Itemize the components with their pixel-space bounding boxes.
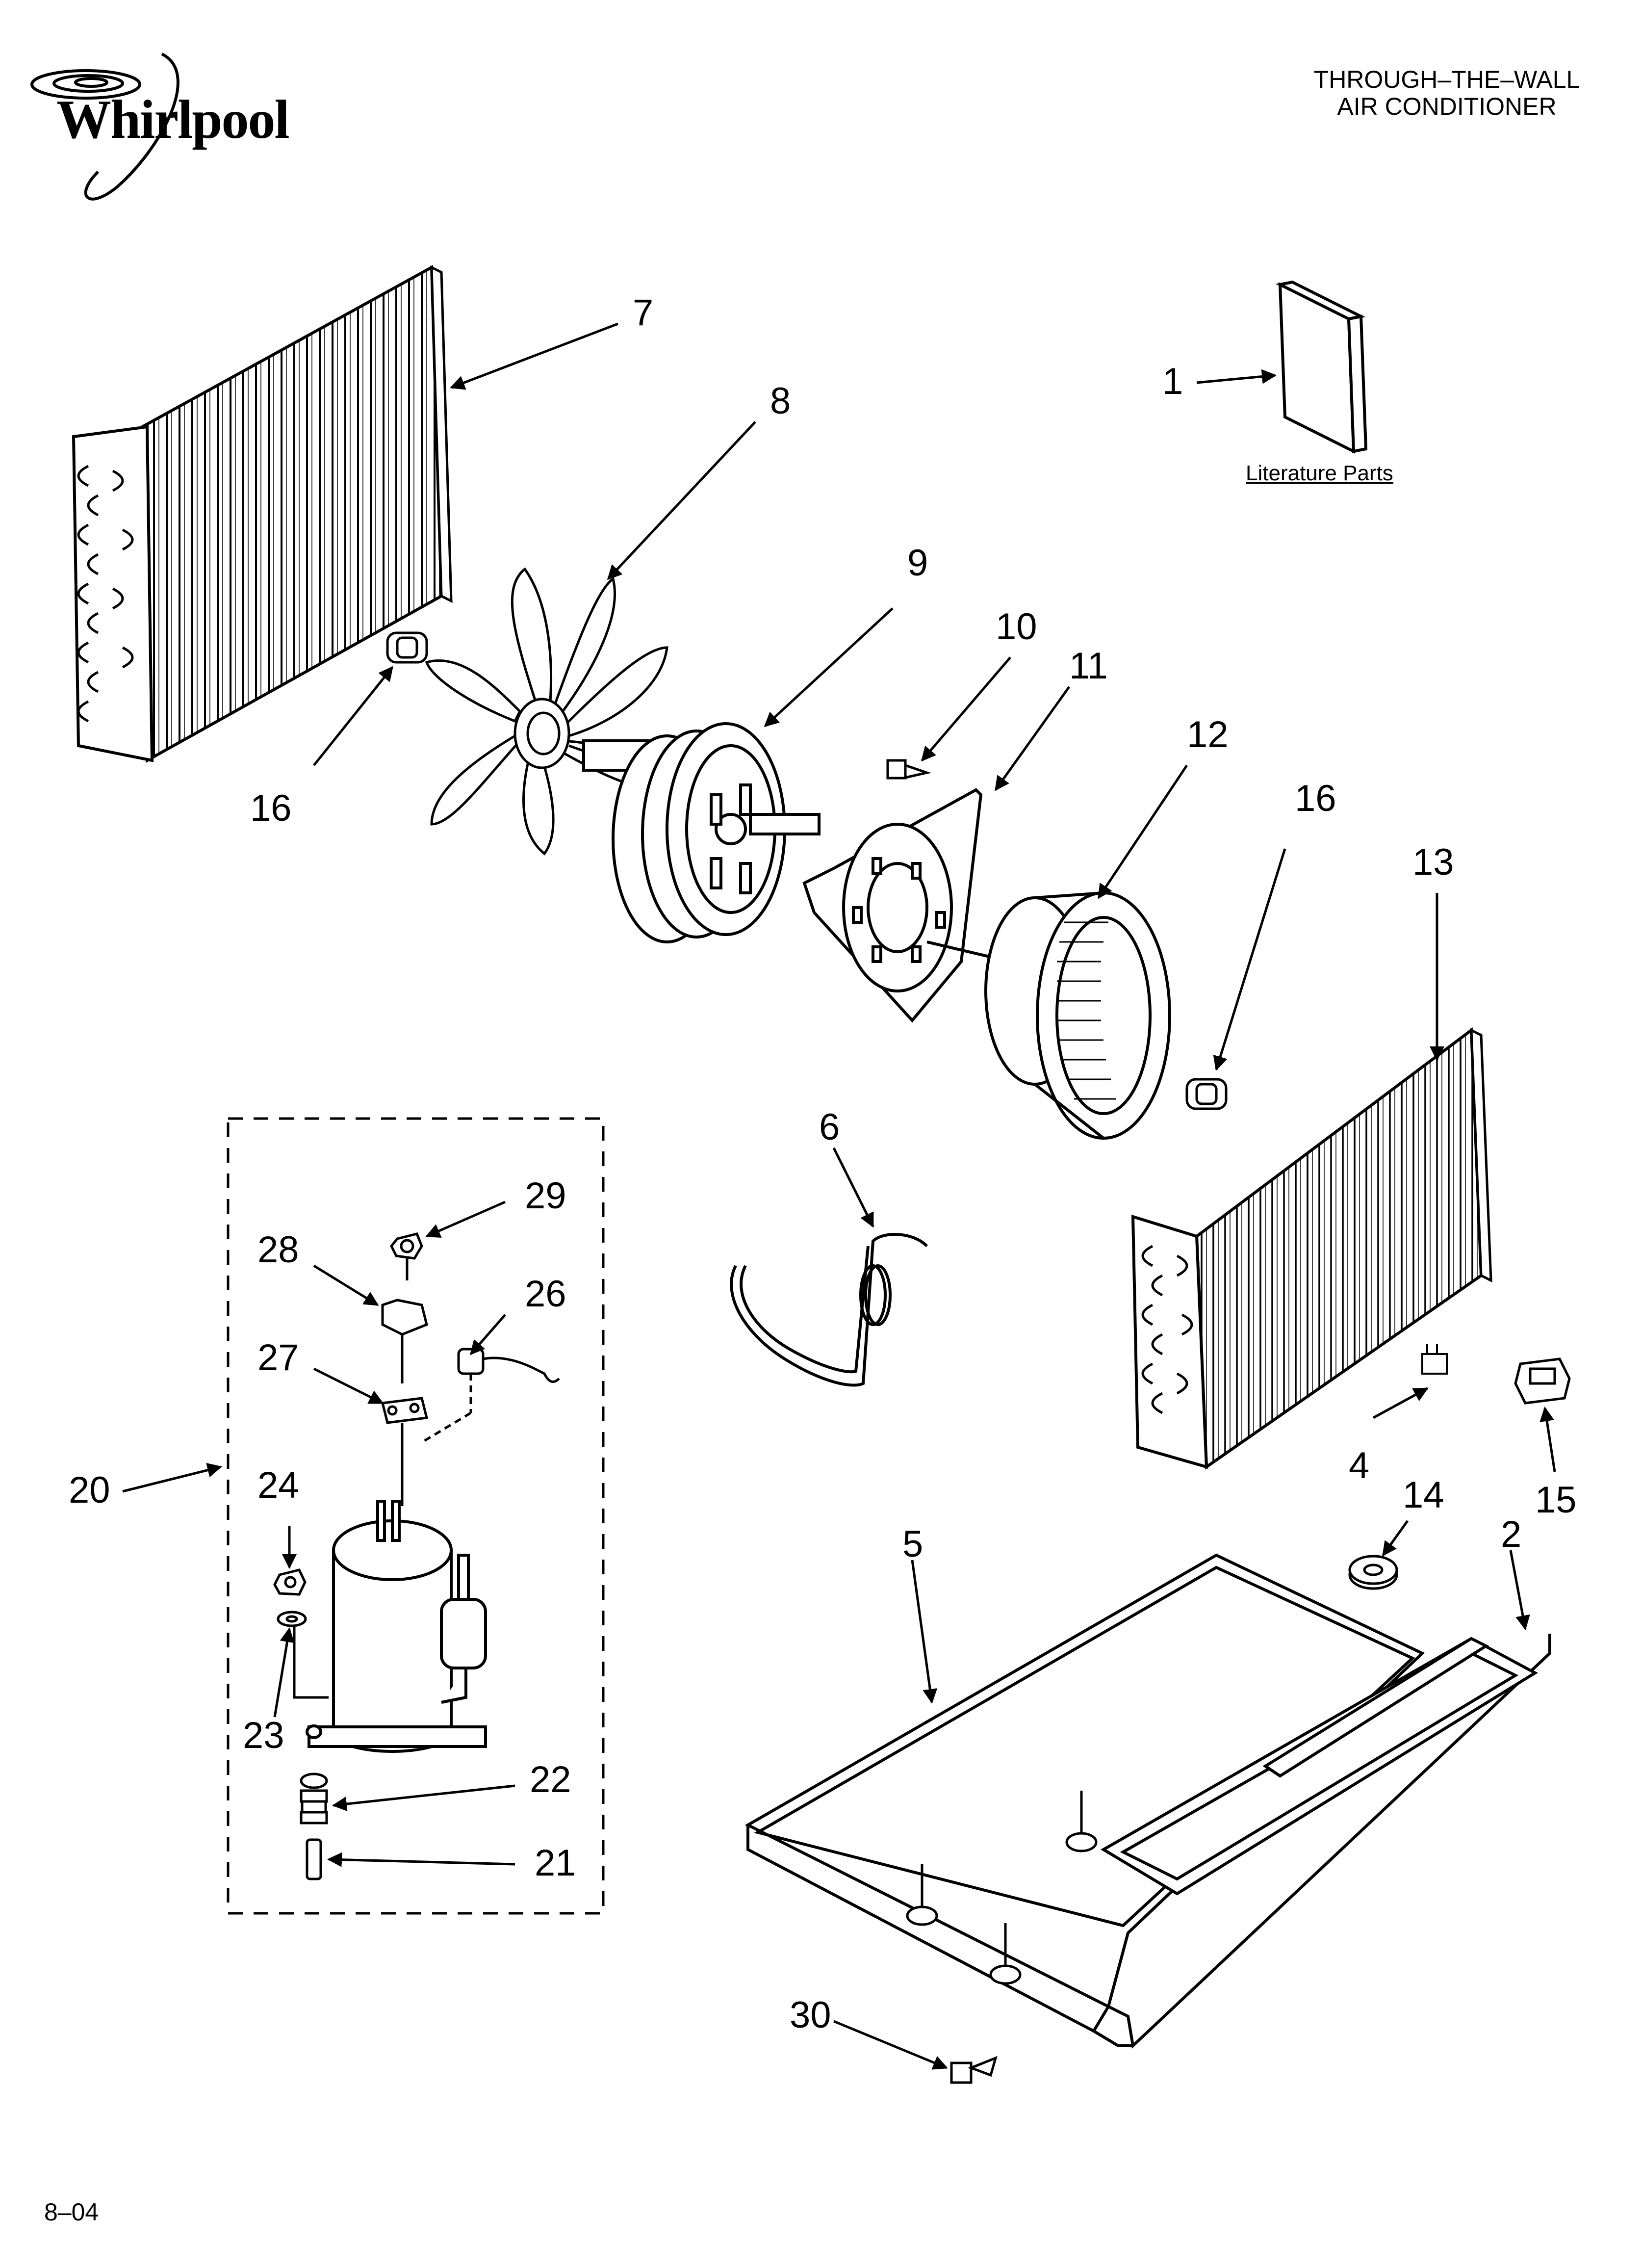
condenser-coil-part-7 xyxy=(72,265,453,763)
callout-12: 12 xyxy=(1187,714,1229,756)
callout-11: 11 xyxy=(1069,645,1108,687)
callout-15: 15 xyxy=(1535,1479,1577,1521)
callout-29: 29 xyxy=(525,1175,566,1217)
callout-21: 21 xyxy=(535,1842,576,1884)
nut-part-24 xyxy=(273,1568,307,1596)
compressor-part-20 xyxy=(306,1500,487,1753)
page-title-line-2: AIR CONDITIONER xyxy=(1337,93,1557,120)
leader-arrows xyxy=(122,322,1556,2070)
sleeve-part-21 xyxy=(306,1838,322,1880)
screw-part-10 xyxy=(886,759,932,780)
callout-16-left: 16 xyxy=(250,787,292,829)
callout-2: 2 xyxy=(1501,1513,1522,1555)
whirlpool-logo-swirl xyxy=(30,52,180,201)
date-code: 8–04 xyxy=(44,2198,99,2226)
callout-22: 22 xyxy=(530,1759,571,1800)
callout-8: 8 xyxy=(770,380,791,422)
motor-mount-part-11 xyxy=(802,788,1011,1023)
evaporator-coil-part-13 xyxy=(1131,1027,1492,1470)
grommet-part-14 xyxy=(1348,1555,1398,1590)
clip-part-16-right xyxy=(1185,1078,1228,1110)
page-title-line-1: THROUGH–THE–WALL xyxy=(1313,66,1580,93)
callout-23: 23 xyxy=(243,1715,284,1756)
callout-1: 1 xyxy=(1162,361,1183,402)
tubing-part-6 xyxy=(730,1233,928,1387)
gasket-part-27 xyxy=(381,1397,429,1506)
callout-5: 5 xyxy=(902,1523,924,1565)
clip-part-15 xyxy=(1514,1357,1571,1405)
callout-16-right: 16 xyxy=(1295,778,1336,819)
overload-part-26 xyxy=(421,1348,560,1444)
callout-26: 26 xyxy=(525,1273,566,1315)
fan-motor-part-9 xyxy=(582,722,821,943)
callout-10: 10 xyxy=(996,606,1037,648)
drain-tray-part-2 xyxy=(1101,1637,1539,1896)
base-pan-studs xyxy=(906,1791,1098,1985)
base-pan-part-5 xyxy=(744,1553,1551,2049)
nut-part-29 xyxy=(390,1232,423,1280)
brand-logo-text: Whirlpool xyxy=(56,89,290,150)
page-title: THROUGH–THE–WALL AIR CONDITIONER xyxy=(1295,66,1599,120)
screw-part-30 xyxy=(950,2056,998,2084)
clip-part-16-left xyxy=(386,631,428,664)
callout-30: 30 xyxy=(790,1994,831,2036)
callout-24: 24 xyxy=(257,1464,299,1506)
callout-6: 6 xyxy=(819,1106,840,1148)
clip-part-4 xyxy=(1421,1344,1448,1375)
callout-14: 14 xyxy=(1403,1474,1444,1516)
blower-wheel-part-12 xyxy=(984,891,1171,1140)
compressor-assembly-boundary xyxy=(227,1117,605,1915)
grommet-part-22 xyxy=(300,1773,328,1825)
literature-part-1 xyxy=(1275,280,1368,454)
literature-parts-label: Literature Parts xyxy=(1246,461,1393,485)
washer-part-23 xyxy=(277,1611,329,1699)
terminal-cover-part-28 xyxy=(381,1299,428,1383)
callout-28: 28 xyxy=(257,1229,299,1271)
callout-27: 27 xyxy=(257,1337,299,1379)
callout-9: 9 xyxy=(907,542,928,584)
callout-20: 20 xyxy=(69,1469,110,1511)
callout-13: 13 xyxy=(1412,841,1454,883)
blower-wheel-vanes xyxy=(1057,921,1116,1100)
callout-7: 7 xyxy=(633,292,654,334)
callout-4: 4 xyxy=(1349,1445,1370,1486)
